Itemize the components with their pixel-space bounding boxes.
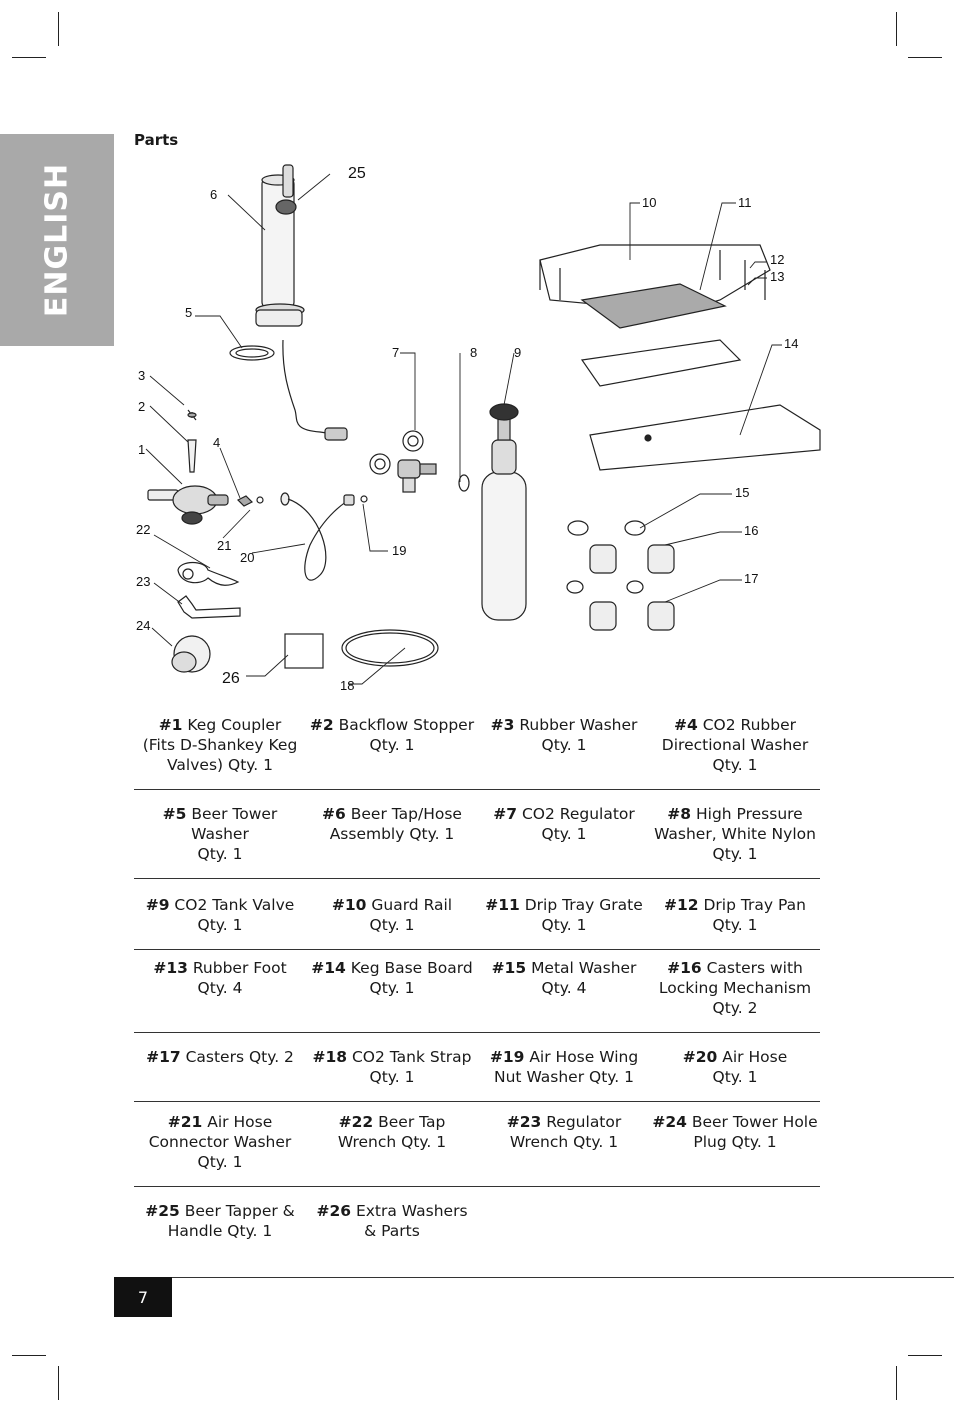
language-side-tab: ENGLISH <box>0 134 114 346</box>
crop-mark <box>896 1366 897 1400</box>
page-number: 7 <box>114 1277 172 1317</box>
footer-rule <box>114 1277 954 1278</box>
callout-label: 18 <box>340 678 354 693</box>
crop-mark <box>12 57 46 58</box>
callout-label: 1 <box>138 442 145 457</box>
callout-label: 22 <box>136 522 150 537</box>
drip-tray-illustration <box>539 244 821 471</box>
part-item: #26 Extra Washers& Parts <box>316 1202 468 1240</box>
crop-mark <box>58 12 59 46</box>
part-item: #17 Casters Qty. 2 <box>146 1048 294 1066</box>
parts-list: #1 Keg Coupler(Fits D-Shankey Keg Valves… <box>134 712 820 1255</box>
callout-label: 26 <box>222 670 240 687</box>
callout-label: 16 <box>744 523 758 538</box>
callout-label: 2 <box>138 399 145 414</box>
regulator-illustration <box>369 430 470 493</box>
callout-label: 17 <box>744 571 758 586</box>
callout-label: 15 <box>735 485 749 500</box>
crop-mark <box>908 57 942 58</box>
part-item <box>478 1201 650 1255</box>
callout-label: 21 <box>217 538 231 553</box>
crop-mark <box>58 1366 59 1400</box>
crop-mark <box>896 12 897 46</box>
casters-illustration <box>566 520 675 631</box>
callout-label: 8 <box>470 345 477 360</box>
callout-label: 10 <box>642 195 656 210</box>
callout-label: 11 <box>738 195 752 210</box>
language-label: ENGLISH <box>39 162 75 318</box>
part-item: #1 Keg Coupler(Fits D-Shankey Keg Valves… <box>142 716 298 774</box>
crop-mark <box>12 1355 46 1356</box>
callout-label: 3 <box>138 368 145 383</box>
callout-label: 19 <box>392 543 406 558</box>
parts-row: #1 Keg Coupler(Fits D-Shankey Keg Valves… <box>134 712 820 790</box>
callout-label: 23 <box>136 574 150 589</box>
part-item: #25 Beer Tapper &Handle Qty. 1 <box>145 1202 295 1240</box>
wrenches-illustration <box>171 561 241 673</box>
callout-label: 4 <box>213 435 220 450</box>
crop-mark <box>908 1355 942 1356</box>
coupler-illustration <box>147 409 368 581</box>
callout-label: 7 <box>392 345 399 360</box>
extra-washers-box <box>284 633 324 669</box>
callout-labels: 25 6 5 3 2 1 4 7 8 9 22 21 20 19 23 24 2… <box>136 165 798 693</box>
parts-diagram: 25 6 5 3 2 1 4 7 8 9 22 21 20 19 23 24 2… <box>136 164 821 693</box>
callout-label: 9 <box>514 345 521 360</box>
callout-label: 24 <box>136 618 150 633</box>
co2-tank-illustration <box>481 403 527 621</box>
callout-label: 5 <box>185 305 192 320</box>
callout-label: 20 <box>240 550 254 565</box>
section-title: Parts <box>134 131 179 149</box>
callout-label: 14 <box>784 336 798 351</box>
callout-label: 12 <box>770 252 784 267</box>
callout-label: 25 <box>348 165 366 182</box>
co2-tank-strap-illustration <box>341 629 439 667</box>
part-item <box>650 1201 820 1255</box>
leader-lines <box>145 173 782 685</box>
parts-row: #25 Beer Tapper &Handle Qty. 1 #26 Extra… <box>134 1187 820 1255</box>
callout-label: 6 <box>210 187 217 202</box>
beer-tower-illustration <box>229 164 348 441</box>
callout-label: 13 <box>770 269 784 284</box>
